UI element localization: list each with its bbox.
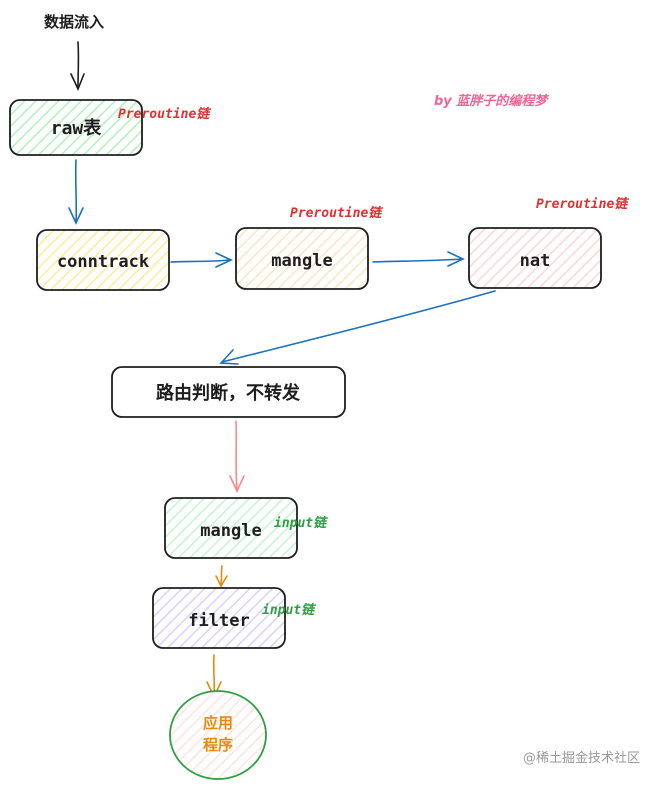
node-conntrack-label: conntrack (57, 252, 149, 272)
node-raw-table: raw表 (9, 99, 143, 156)
watermark: @稀土掘金技术社区 (523, 750, 640, 766)
node-app-line2: 程序 (203, 736, 233, 754)
arrow-nat-to-routing (219, 290, 496, 365)
node-mangle-prerouting-label: mangle (271, 251, 332, 271)
arrow-conntrack-to-mangle (170, 252, 233, 268)
node-application: 应用 程序 (169, 690, 267, 780)
node-app-line1: 应用 (203, 714, 233, 732)
node-routing-decision: 路由判断，不转发 (111, 366, 346, 418)
arrow-routing-to-mangle-input (229, 420, 245, 493)
chain-label-mangle-input: input链 (274, 515, 329, 531)
node-raw-label: raw表 (51, 117, 103, 139)
node-nat-label: nat (520, 251, 551, 271)
arrow-title-to-raw (70, 41, 85, 92)
node-mangle-input: mangle (164, 497, 298, 559)
title-data-in: 数据流入 (44, 13, 104, 31)
node-mangle-prerouting: mangle (235, 227, 369, 290)
author-label: by 蓝胖子的编程梦 (434, 93, 550, 109)
chain-label-nat: Preroutine链 (536, 196, 630, 212)
chain-label-mangle: Preroutine链 (290, 205, 384, 221)
chain-label-raw: Preroutine链 (118, 106, 212, 122)
chain-label-filter-input: input链 (262, 602, 317, 618)
node-routing-label: 路由判断，不转发 (156, 382, 301, 404)
node-conntrack: conntrack (36, 229, 170, 291)
arrow-mangle-to-nat (372, 251, 465, 267)
node-mangle-input-label: mangle (200, 521, 261, 541)
arrow-raw-to-conntrack (68, 159, 84, 225)
node-filter: filter (152, 587, 286, 649)
arrow-mangle-input-to-filter (215, 565, 228, 588)
node-filter-label: filter (188, 611, 249, 631)
node-nat: nat (468, 227, 602, 289)
